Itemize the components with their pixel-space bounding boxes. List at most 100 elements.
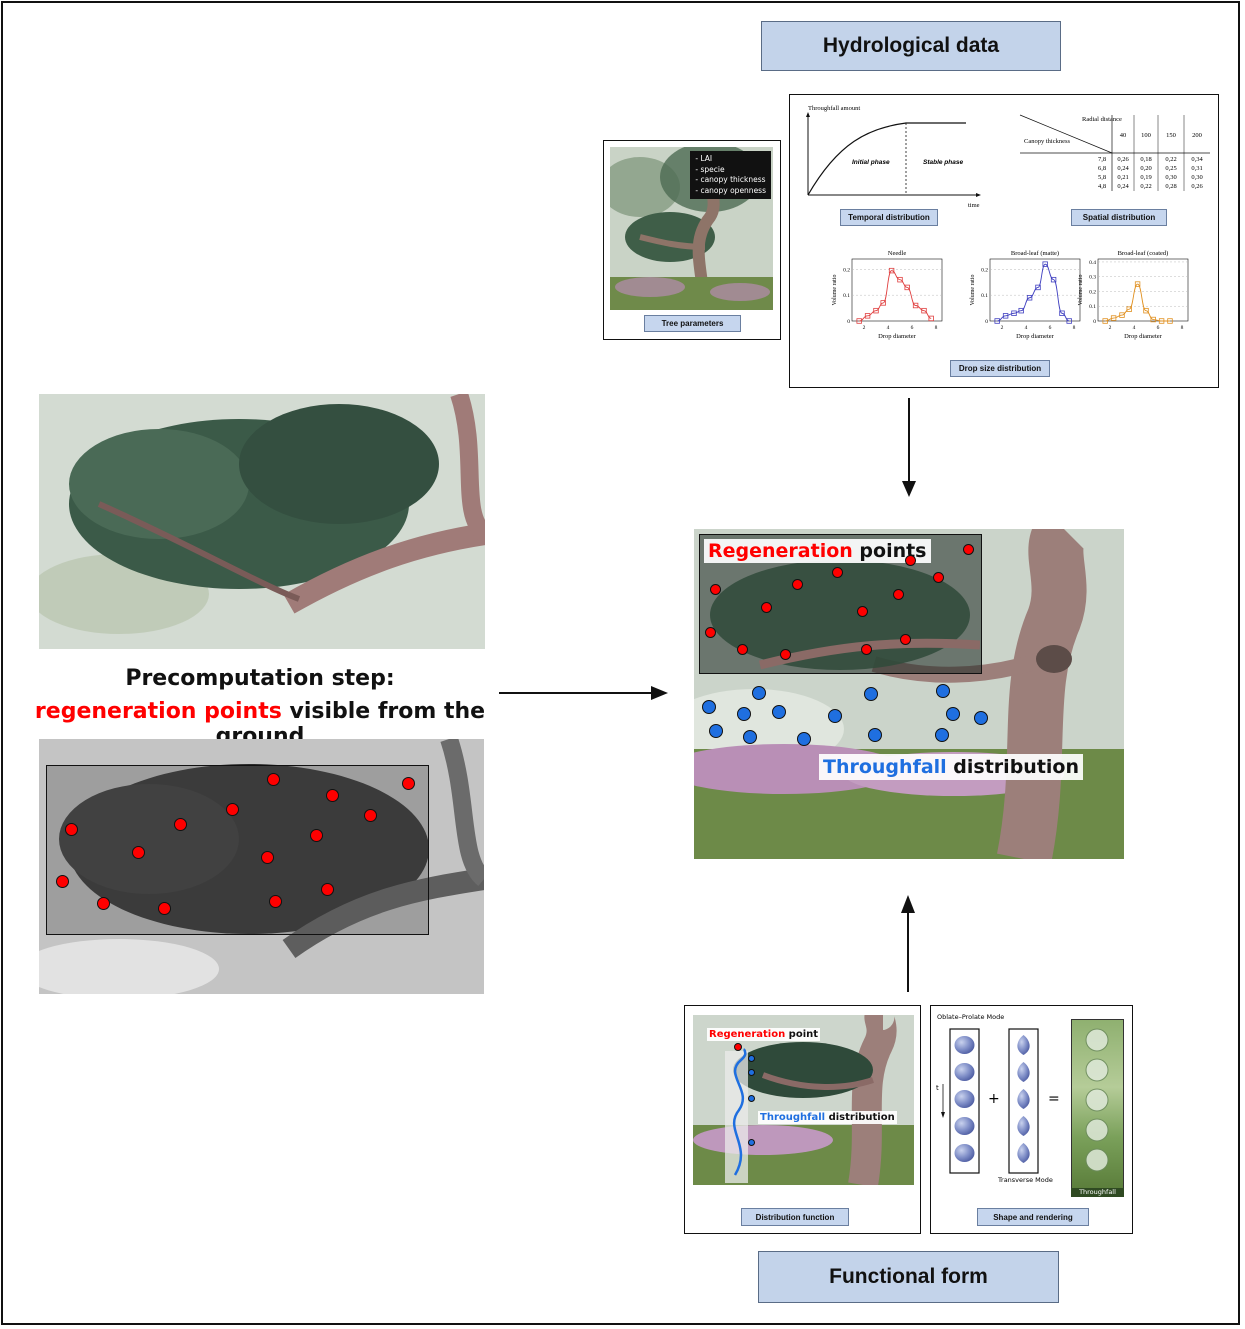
x-tick-label: 4 <box>1133 325 1136 331</box>
chart-frame <box>989 258 1081 322</box>
branch-photo-gray <box>39 739 484 994</box>
row-3-thickness: 5,8 <box>1098 174 1106 181</box>
shape-rendering-label: Shape and rendering <box>977 1208 1089 1226</box>
cell-3-4: 0,30 <box>1191 174 1202 181</box>
branch-illustration <box>39 394 485 649</box>
chart-frame <box>1097 258 1189 322</box>
data-point-marker <box>912 302 919 309</box>
y-tick-label: 0.1 <box>1089 304 1096 310</box>
dist-throughfall-label: Throughfall distribution <box>758 1111 897 1124</box>
param-canopy-openness: - canopy openness <box>695 185 766 195</box>
data-point-marker <box>888 267 895 274</box>
oblate-prolate-label: Oblate–Prolate Mode <box>937 1013 1005 1021</box>
data-point-marker <box>1026 295 1033 301</box>
data-point-marker <box>880 300 886 306</box>
cell-3-2: 0,19 <box>1140 174 1151 181</box>
col-header-1: 40 <box>1120 132 1127 139</box>
chart-frame <box>851 258 943 322</box>
chart-ylabel: Volume ratio <box>970 274 976 305</box>
spatial-distribution-table: Radial distance Canopy thickness 40 100 … <box>1019 114 1210 191</box>
data-point-marker <box>1059 310 1065 316</box>
regeneration-point <box>310 829 323 842</box>
regeneration-points-label: Regeneration points <box>704 539 931 563</box>
tree-parameters-panel: - LAI - specie - canopy thickness - cano… <box>603 140 781 340</box>
regeneration-point <box>364 809 377 822</box>
throughfall-point <box>868 728 882 742</box>
cell-4-2: 0,22 <box>1140 183 1151 190</box>
tree-photo: - LAI - specie - canopy thickness - cano… <box>610 147 773 310</box>
data-point-marker <box>1158 318 1165 324</box>
regeneration-point <box>737 644 748 655</box>
data-point-marker <box>904 284 910 291</box>
regeneration-point <box>734 1043 742 1051</box>
data-point-marker <box>1042 261 1048 267</box>
data-point-marker <box>928 315 934 322</box>
arrow-head-right <box>651 686 668 700</box>
regeneration-point <box>97 897 110 910</box>
dist-point-word: point <box>785 1029 819 1040</box>
regeneration-point <box>792 579 803 590</box>
cell-1-1: 0,26 <box>1117 156 1129 163</box>
y-tick-label: 0.4 <box>1089 260 1096 266</box>
branch-photo-color <box>39 394 485 649</box>
regeneration-word: Regeneration <box>708 540 853 562</box>
throughfall-point <box>974 711 988 725</box>
series-fit-line <box>1105 283 1170 322</box>
regeneration-point <box>900 634 911 645</box>
regeneration-point <box>174 818 187 831</box>
tree-param-list: - LAI - specie - canopy thickness - cano… <box>690 151 771 199</box>
hydrological-panel: Throughfall amount time Initial phase St… <box>789 94 1219 388</box>
transverse-drop <box>1017 1116 1030 1136</box>
functional-form-title: Functional form <box>758 1251 1059 1303</box>
row-2-thickness: 6,8 <box>1098 165 1106 172</box>
data-point-marker <box>1018 307 1024 314</box>
regeneration-point <box>893 589 904 600</box>
throughfall-distribution-label: Throughfall distribution <box>819 754 1083 780</box>
x-tick-label: 4 <box>1025 325 1028 331</box>
temporal-distribution-label: Temporal distribution <box>840 209 938 226</box>
chart-xlabel: Drop diameter <box>1016 333 1055 340</box>
regeneration-point <box>158 902 171 915</box>
data-point-marker <box>1002 313 1009 319</box>
x-tick-label: 2 <box>1109 325 1112 331</box>
cell-3-1: 0,21 <box>1117 174 1128 181</box>
x-tick-label: 8 <box>1073 325 1076 331</box>
regeneration-point <box>321 883 334 896</box>
oblate-drop <box>954 1036 975 1054</box>
x-tick-label: 6 <box>1049 325 1052 331</box>
param-canopy-thickness: - canopy thickness <box>695 175 766 184</box>
throughfall-point <box>936 684 950 698</box>
cell-1-2: 0,18 <box>1140 156 1151 163</box>
data-point-marker <box>1066 318 1072 324</box>
data-point-marker <box>873 307 879 314</box>
y-tick-label: 0 <box>847 319 850 325</box>
throughfall-point <box>702 700 716 714</box>
data-point-marker <box>1035 284 1041 291</box>
chart-xlabel: Drop diameter <box>878 333 917 340</box>
cell-1-4: 0,34 <box>1191 156 1203 163</box>
col-header-3: 150 <box>1166 132 1176 139</box>
y-tick-label: 0 <box>1093 319 1096 325</box>
chart-xlabel: Drop diameter <box>1124 333 1163 340</box>
time-label: t <box>936 1084 939 1092</box>
throughfall-point <box>797 732 811 746</box>
chart-title: Broad-leaf (matte) <box>1011 250 1059 257</box>
center-scene: Regeneration points Throughfall distribu… <box>694 529 1124 859</box>
arrow-head-up <box>901 895 915 913</box>
distribution-word: distribution <box>946 756 1079 778</box>
series-fit-line <box>859 270 932 322</box>
transverse-drop <box>1017 1062 1030 1082</box>
throughfall-point <box>748 1095 755 1102</box>
drop-size-distribution-label: Drop size distribution <box>950 360 1050 377</box>
data-point-marker <box>1150 316 1156 323</box>
throughfall-point <box>748 1055 755 1062</box>
data-point-marker <box>1110 315 1117 321</box>
regeneration-point <box>65 823 78 836</box>
temporal-ylabel: Throughfall amount <box>808 105 860 112</box>
regeneration-point <box>857 606 868 617</box>
regeneration-point <box>269 895 282 908</box>
oblate-drop <box>954 1117 975 1135</box>
y-tick-label: 0.3 <box>1089 275 1096 281</box>
